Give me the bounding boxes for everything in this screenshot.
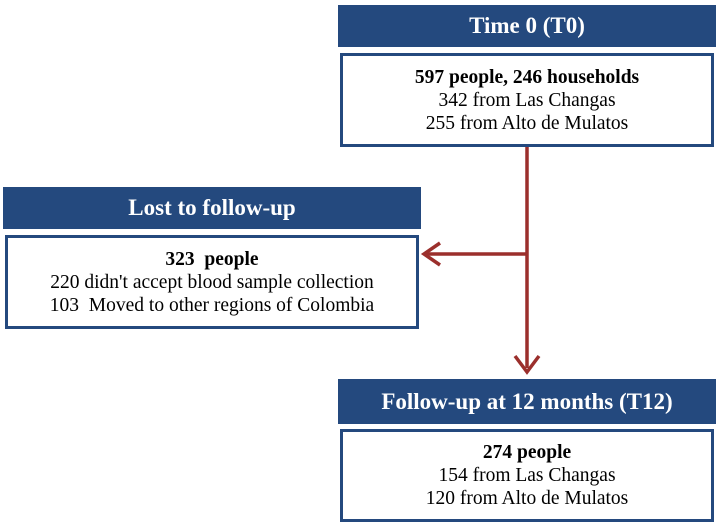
t12-total: 274 people	[482, 442, 572, 463]
lost-header: Lost to follow-up	[3, 187, 421, 229]
branch-arrowhead-lost	[420, 241, 441, 267]
main-flow-arrowhead	[513, 354, 541, 375]
t0-box: 597 people, 246 households 342 from Las …	[340, 53, 714, 147]
t0-header: Time 0 (T0)	[338, 5, 716, 47]
t0-alto-de-mulatos: 255 from Alto de Mulatos	[425, 112, 629, 134]
t0-las-changas: 342 from Las Changas	[438, 89, 616, 111]
t12-box: 274 people 154 from Las Changas 120 from…	[340, 429, 714, 522]
lost-total: 323 people	[165, 248, 259, 270]
t0-title: Time 0 (T0)	[469, 13, 585, 38]
lost-no-blood-sample: 220 didn't accept blood sample collectio…	[50, 271, 374, 293]
lost-moved: 103 Moved to other regions of Colombia	[49, 294, 375, 316]
t12-title: Follow-up at 12 months (T12)	[381, 388, 673, 414]
lost-title: Lost to follow-up	[128, 195, 296, 220]
t12-las-changas: 154 from Las Changas	[438, 465, 616, 486]
t12-header: Follow-up at 12 months (T12)	[338, 379, 716, 424]
t12-alto-de-mulatos: 120 from Alto de Mulatos	[425, 488, 629, 509]
t0-total: 597 people, 246 households	[414, 66, 640, 88]
lost-box: 323 people 220 didn't accept blood sampl…	[5, 235, 419, 329]
